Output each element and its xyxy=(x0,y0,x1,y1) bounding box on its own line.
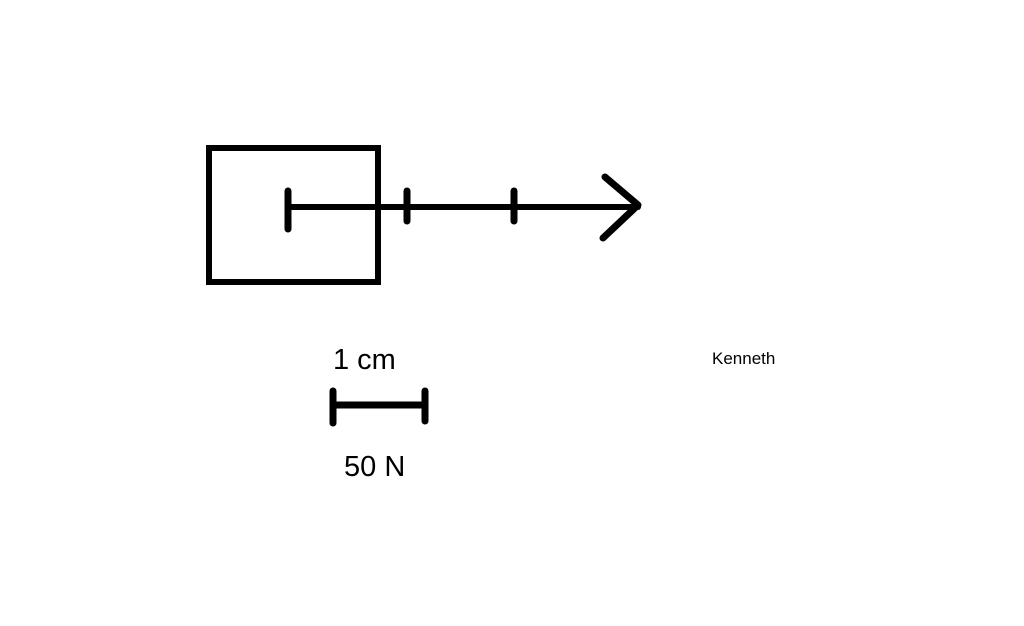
author-label: Kenneth xyxy=(712,349,776,368)
scale-length-label: 1 cm xyxy=(333,344,396,376)
force-vector-arrowhead xyxy=(599,173,642,242)
scale-force-label: 50 N xyxy=(344,451,406,483)
object-box xyxy=(206,145,381,285)
